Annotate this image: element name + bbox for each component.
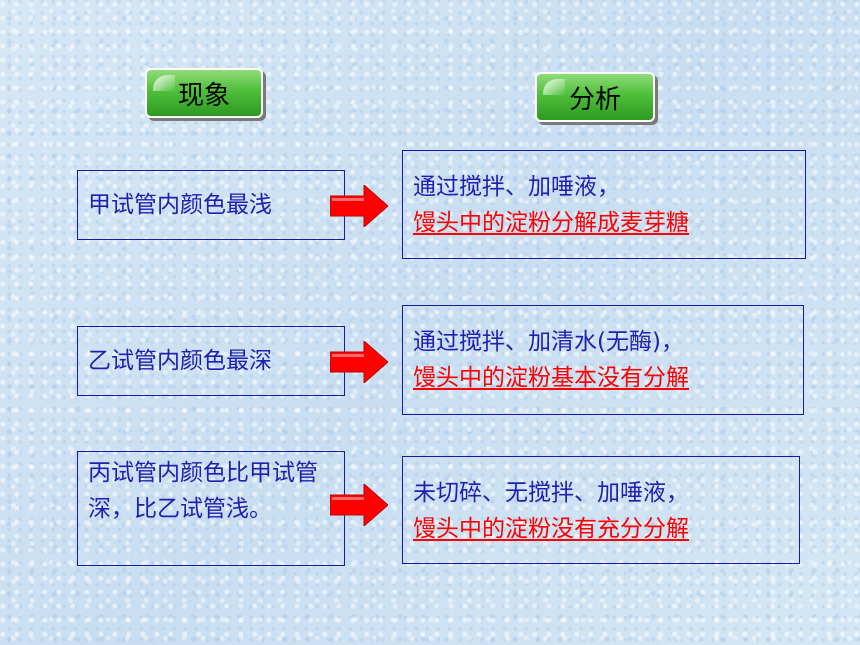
observation-text: 乙试管内颜色最深 — [88, 348, 272, 374]
analysis-box-2: 通过搅拌、加清水(无酶)， 馒头中的淀粉基本没有分解 — [402, 305, 804, 415]
analysis-line-2: 馒头中的淀粉基本没有分解 — [413, 365, 689, 391]
phenomenon-header: 现象 — [145, 68, 263, 118]
right-arrow-icon — [330, 341, 388, 383]
analysis-box-3: 未切碎、无搅拌、加唾液， 馒头中的淀粉没有充分分解 — [402, 456, 800, 564]
right-arrow-icon — [330, 484, 388, 526]
analysis-line-1: 未切碎、无搅拌、加唾液， — [413, 480, 689, 506]
analysis-line-2: 馒头中的淀粉分解成麦芽糖 — [413, 210, 689, 236]
observation-text: 丙试管内颜色比甲试管深，比乙试管浅。 — [88, 460, 318, 522]
analysis-header: 分析 — [535, 72, 655, 122]
right-arrow-icon — [330, 185, 388, 227]
observation-box-2: 乙试管内颜色最深 — [77, 326, 345, 396]
analysis-line-2: 馒头中的淀粉没有充分分解 — [413, 516, 689, 542]
observation-text: 甲试管内颜色最浅 — [88, 192, 272, 218]
analysis-line-1: 通过搅拌、加唾液， — [413, 174, 620, 200]
analysis-header-label: 分析 — [568, 84, 621, 115]
phenomenon-header-label: 现象 — [177, 80, 230, 111]
analysis-line-1: 通过搅拌、加清水(无酶)， — [413, 329, 684, 355]
observation-box-3: 丙试管内颜色比甲试管深，比乙试管浅。 — [77, 451, 345, 566]
analysis-box-1: 通过搅拌、加唾液， 馒头中的淀粉分解成麦芽糖 — [402, 150, 806, 259]
observation-box-1: 甲试管内颜色最浅 — [77, 170, 345, 240]
